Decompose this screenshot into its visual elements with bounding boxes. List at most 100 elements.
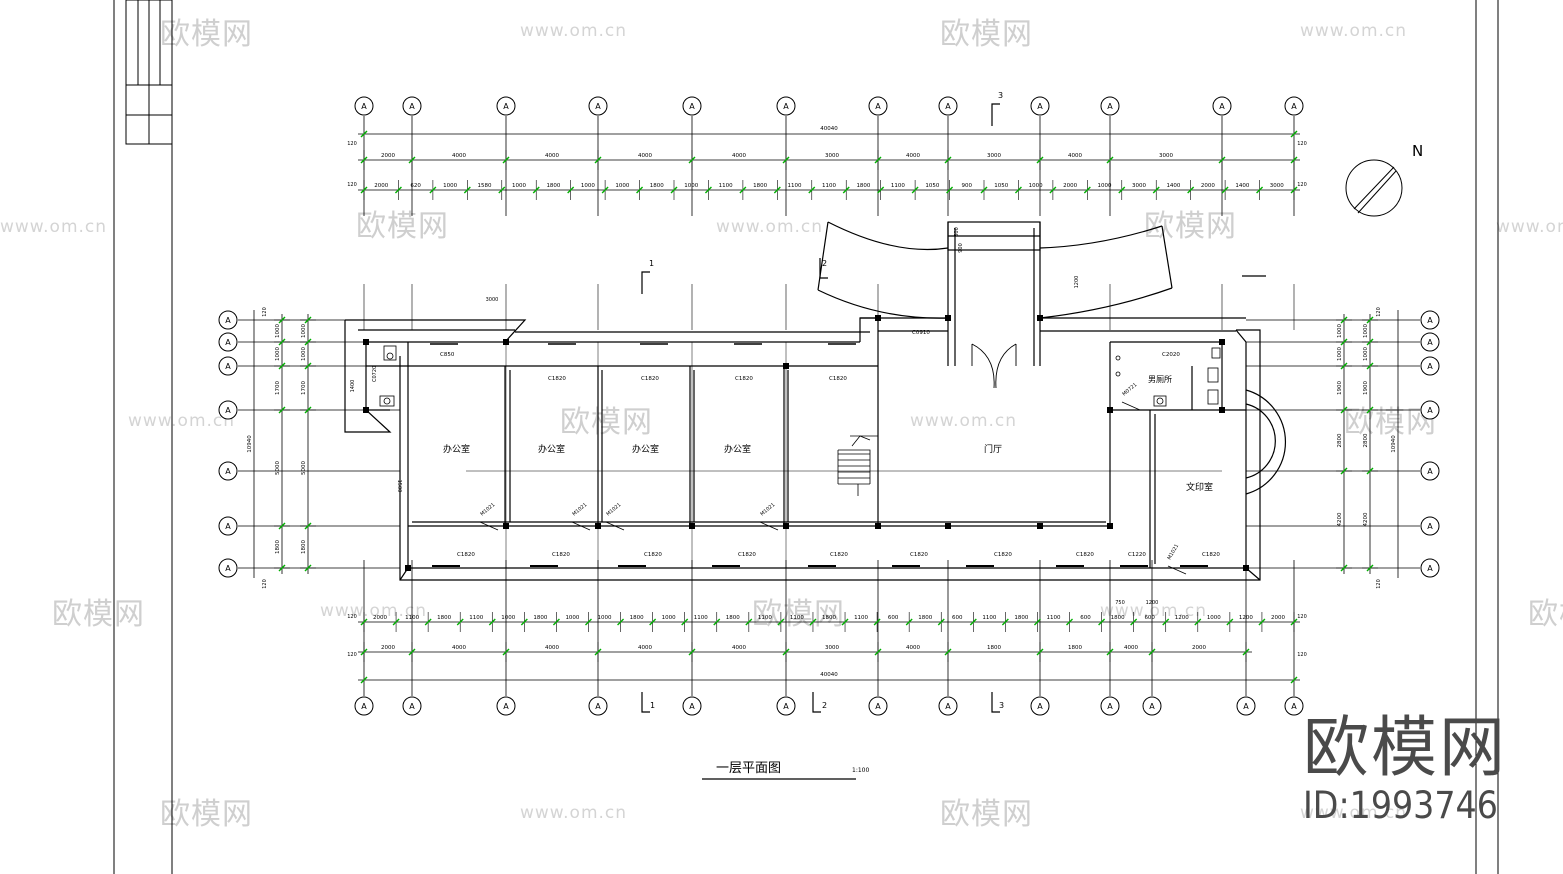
bottom-detail-dim-19: 1100 [982, 615, 996, 621]
bottom-detail-dim-27: 1200 [1239, 615, 1253, 621]
axis-bubble-top-7-label: A [945, 102, 951, 111]
window-label-15: C1220 [1128, 552, 1146, 558]
bottom-detail-dim-24: 600 [1144, 615, 1155, 621]
misc-dim-7: 1200 [1146, 600, 1159, 606]
axis-bubble-left-5-label: A [225, 522, 231, 531]
north-arrow [1345, 159, 1403, 217]
bottom-detail-dim-9: 1000 [662, 615, 676, 621]
top-detail-dim-12: 1100 [788, 183, 802, 189]
bottom-span-dim-1: 4000 [452, 645, 466, 651]
door-label-2: M1021 [605, 502, 622, 518]
bottom-detail-dim-12: 1100 [758, 615, 772, 621]
misc-dim-3: 500 [954, 227, 960, 237]
left-dim-b-0: 1000 [301, 324, 307, 338]
axis-bubble-right-0-label: A [1427, 316, 1433, 325]
axis-bubble-bottom-12-label: A [1291, 702, 1297, 711]
bottom-detail-dim-8: 1800 [630, 615, 644, 621]
axis-bubble-top-10 [1212, 96, 1232, 116]
axis-bubble-top-1-label: A [409, 102, 415, 111]
bottom-detail-dim-7: 1000 [598, 615, 612, 621]
top-detail-dim-24: 2000 [1201, 183, 1215, 189]
right-dim-a-2: 1900 [1337, 381, 1343, 395]
axis-bubble-bottom-12 [1284, 696, 1304, 716]
right-dim-b-3: 2800 [1363, 433, 1369, 447]
room-office-3: 办公室 [632, 443, 659, 455]
watermark-tile-6: 欧模网 [52, 597, 145, 632]
top-span-dim-7: 3000 [987, 153, 1001, 159]
watermark-url-5: www.om.cn [128, 411, 235, 431]
watermark-url-2: www.om.cn [0, 217, 107, 237]
right-dim-b-2: 1900 [1363, 381, 1369, 395]
section-mark-1-bottom: 1 [650, 701, 655, 710]
bottom-detail-dim-13: 1100 [790, 615, 804, 621]
top-span-dim-5: 3000 [825, 153, 839, 159]
watermark-tile-4: 欧模网 [560, 405, 653, 440]
right-dim-a-3: 2800 [1337, 433, 1343, 447]
axis-bubble-right-4-label: A [1427, 467, 1433, 476]
watermark-url-10: www.om.cn [1300, 803, 1407, 823]
bottom-span-dim-9: 4000 [1124, 645, 1138, 651]
axis-bubble-right-0 [1420, 310, 1440, 330]
watermark-tile-1: 欧模网 [940, 17, 1033, 52]
axis-bubble-right-3 [1420, 400, 1440, 420]
section-mark-3-bottom: 3 [999, 701, 1004, 710]
top-detail-dim-16: 1050 [925, 183, 939, 189]
bottom-span-dim-4: 4000 [732, 645, 746, 651]
axis-bubble-top-8 [1030, 96, 1050, 116]
watermark-url-4: www.om.cn [1496, 217, 1563, 237]
end-dim-v-0: 120 [262, 307, 268, 317]
top-span-dim-6: 4000 [906, 153, 920, 159]
axis-bubble-left-2-label: A [225, 362, 231, 371]
left-dim-b-3: 5000 [301, 461, 307, 475]
bottom-detail-dim-23: 1800 [1111, 615, 1125, 621]
axis-bubble-bottom-7 [938, 696, 958, 716]
top-detail-dim-1: 620 [410, 183, 421, 189]
top-detail-dim-26: 3000 [1270, 183, 1284, 189]
watermark-tile-9: 欧模网 [160, 797, 253, 832]
axis-bubble-right-1-label: A [1427, 338, 1433, 347]
axis-bubble-top-0 [354, 96, 374, 116]
watermark-url-1: www.om.cn [1300, 21, 1407, 41]
bottom-detail-dim-18: 600 [952, 615, 963, 621]
axis-bubble-bottom-11 [1236, 696, 1256, 716]
axis-bubble-top-6-label: A [875, 102, 881, 111]
left-total-depth: 10940 [247, 435, 253, 453]
watermark-tile-10: 欧模网 [940, 797, 1033, 832]
top-detail-dim-8: 1800 [650, 183, 664, 189]
bottom-detail-dim-5: 1800 [533, 615, 547, 621]
axis-bubble-bottom-5 [776, 696, 796, 716]
bottom-detail-dim-6: 1000 [565, 615, 579, 621]
axis-bubble-bottom-3 [588, 696, 608, 716]
bottom-detail-dim-0: 2000 [373, 615, 387, 621]
bottom-detail-dim-10: 1100 [694, 615, 708, 621]
window-label-4: C1820 [829, 376, 847, 382]
axis-bubble-top-1 [402, 96, 422, 116]
section-marks [641, 103, 1266, 713]
top-detail-dim-25: 1400 [1235, 183, 1249, 189]
axis-bubble-bottom-1 [402, 696, 422, 716]
axis-bubble-bottom-0 [354, 696, 374, 716]
bottom-detail-dim-1: 1100 [405, 615, 419, 621]
end-dim-6: 120 [347, 652, 357, 658]
window-label-13: C1820 [994, 552, 1012, 558]
bottom-detail-dim-4: 1000 [501, 615, 515, 621]
room-office-1: 办公室 [443, 443, 470, 455]
right-dim-a-4: 4200 [1337, 512, 1343, 526]
axis-bubble-left-1 [218, 332, 238, 352]
misc-dim-5: 3000 [486, 297, 499, 303]
top-detail-dim-9: 1000 [684, 183, 698, 189]
brand-id: ID:1993746 [1303, 784, 1498, 827]
axis-bubble-bottom-4 [682, 696, 702, 716]
axis-bubble-bottom-2 [496, 696, 516, 716]
axis-bubble-right-2-label: A [1427, 362, 1433, 371]
axis-bubble-left-3 [218, 400, 238, 420]
end-dim-0: 120 [347, 141, 357, 147]
section-mark-3-top: 3 [998, 91, 1003, 100]
axis-bubble-right-5-label: A [1427, 522, 1433, 531]
watermark-tile-7: 欧模网 [752, 597, 845, 632]
top-span-dim-8: 4000 [1068, 153, 1082, 159]
door-label-5: M1021 [1167, 543, 1181, 561]
watermark-url-0: www.om.cn [520, 21, 627, 41]
axis-bubble-top-9 [1100, 96, 1120, 116]
bottom-detail-dim-22: 600 [1080, 615, 1091, 621]
